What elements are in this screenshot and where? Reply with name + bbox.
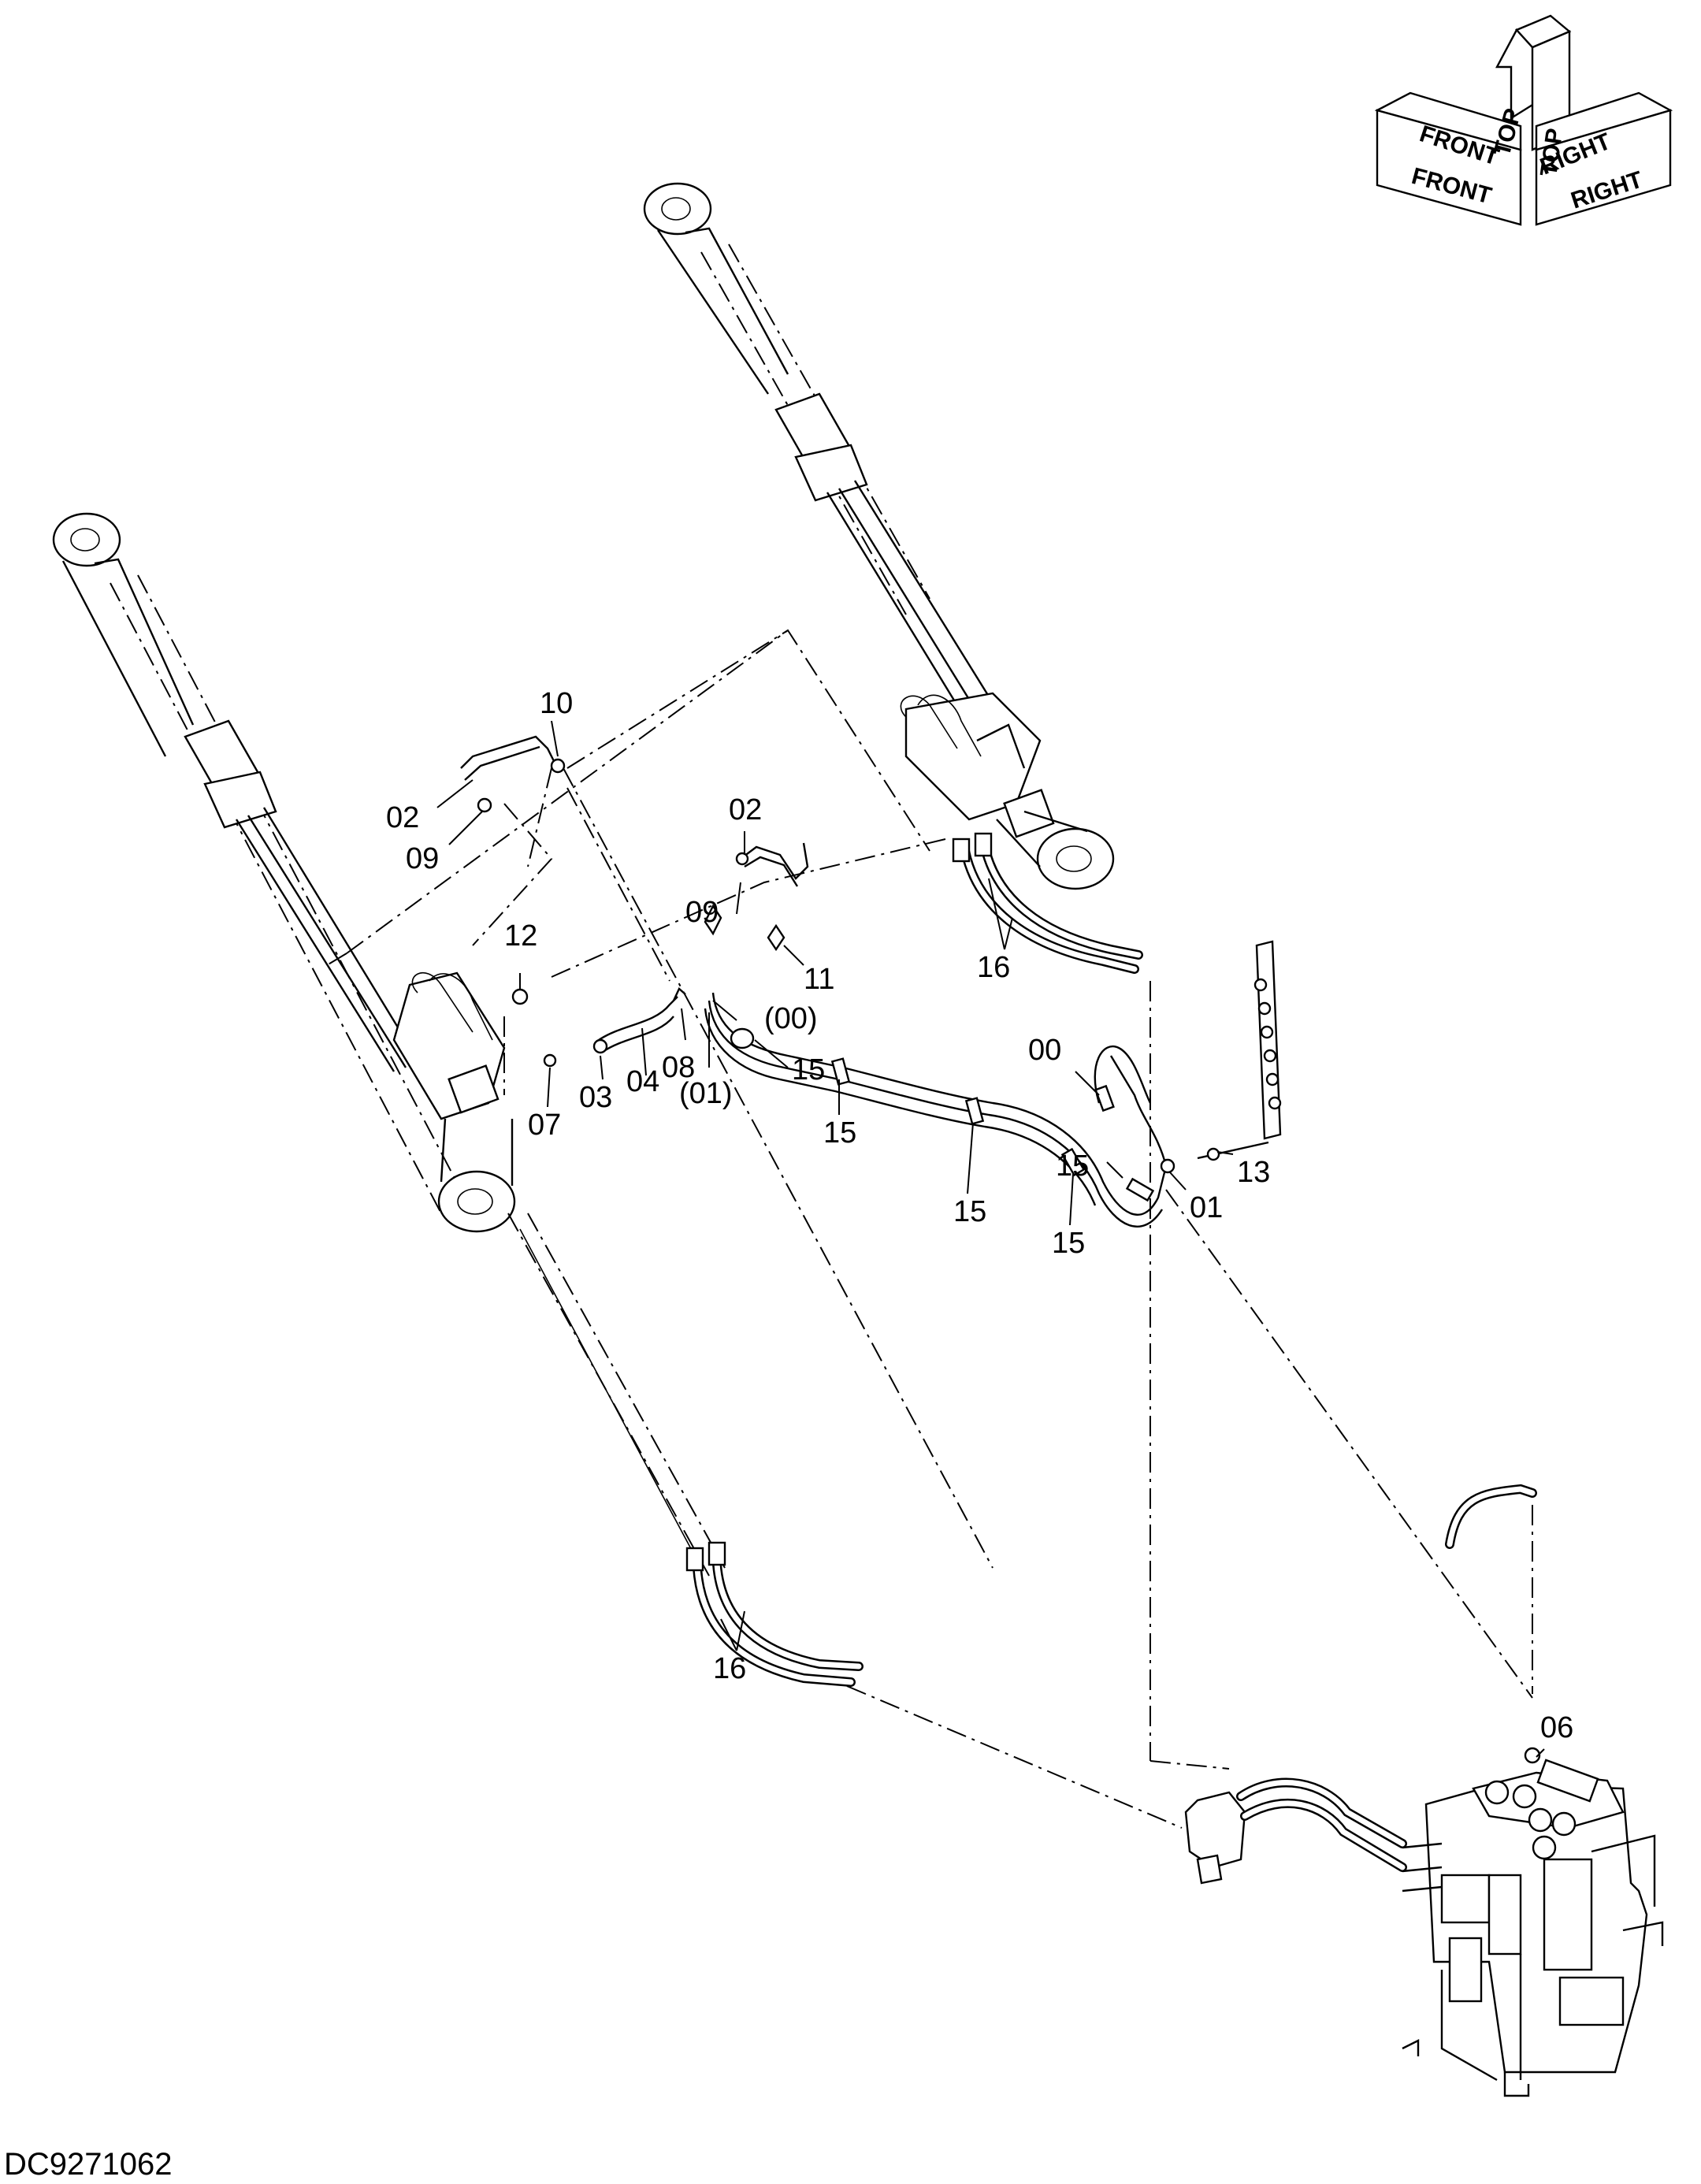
callout-00-paren: (00) [764, 1002, 818, 1035]
callout-13: 13 [1237, 1156, 1270, 1189]
callout-15-d: 15 [1052, 1227, 1085, 1260]
pilot-hose [1445, 1484, 1541, 1764]
callout-labels: 10 02 09 02 09 11 12 (00) 15 08 (01) 03 … [386, 687, 1573, 1744]
callout-15-a: 15 [792, 1053, 825, 1086]
callout-15-e: 15 [1056, 1150, 1089, 1183]
callout-09-left: 09 [406, 842, 439, 875]
pipe-assembly-upper-left [460, 735, 566, 813]
callout-12: 12 [504, 919, 537, 953]
orientation-glyph: TOP TOP FRONT FRONT RIGHT RIGHT [1374, 14, 1673, 226]
callout-01-paren: (01) [679, 1077, 733, 1110]
callout-15-b: 15 [823, 1116, 856, 1150]
callout-16-lower: 16 [713, 1652, 746, 1685]
callout-02-left: 02 [386, 801, 419, 834]
callout-00: 00 [1028, 1034, 1061, 1067]
left-boom-cylinder [52, 512, 726, 1577]
hose-16-lower [685, 1541, 863, 1687]
document-id: DC9271062 [4, 2147, 173, 2182]
callout-04: 04 [626, 1065, 659, 1098]
right-boom-cylinder [643, 182, 1115, 890]
callout-15-c: 15 [953, 1195, 986, 1228]
callout-03: 03 [579, 1081, 612, 1114]
pipe-assembly-left [543, 987, 686, 1068]
hose-16-upper [952, 832, 1143, 974]
callout-11: 11 [804, 963, 834, 996]
hose-harness [704, 992, 1168, 1228]
callout-08: 08 [662, 1051, 695, 1084]
callout-02-center: 02 [729, 793, 762, 826]
plug-part-12 [511, 988, 529, 1005]
callout-09-center: 09 [685, 896, 719, 929]
pipe-assembly-upper-center [704, 842, 809, 952]
control-valve [1184, 1759, 1664, 2097]
callout-07: 07 [528, 1109, 561, 1142]
leader-lines [436, 720, 1545, 1758]
alignment-lines [326, 629, 1533, 1829]
callout-01: 01 [1190, 1191, 1223, 1224]
manifold-bar [1160, 940, 1282, 1174]
callout-10: 10 [540, 687, 573, 720]
callout-06: 06 [1540, 1711, 1573, 1744]
callout-16-upper: 16 [977, 951, 1010, 984]
